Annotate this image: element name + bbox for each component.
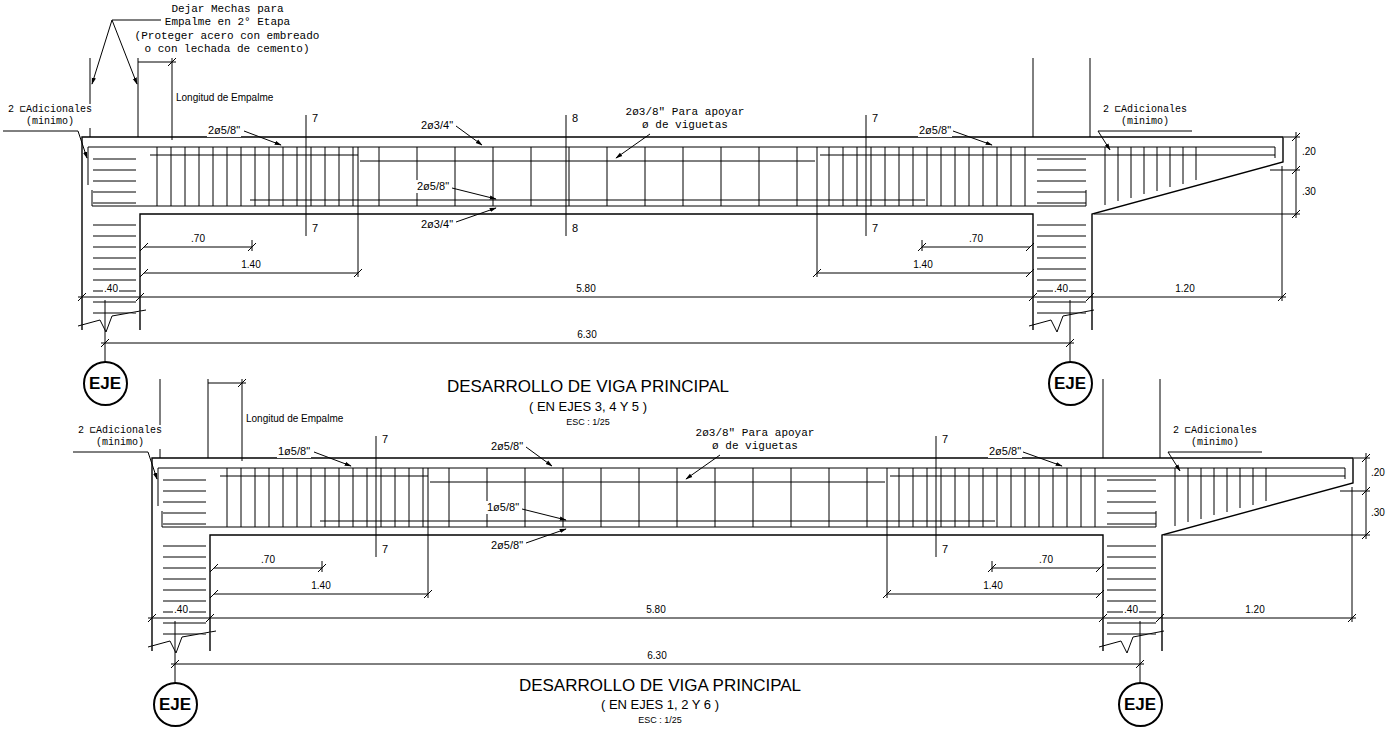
axis-label: EJE [1054, 375, 1086, 392]
drawing-title: DESARROLLO DE VIGA PRINCIPAL [518, 676, 802, 696]
drawing-label: 1ø5/8" [277, 445, 311, 458]
drawing-label: 7 [871, 222, 879, 235]
drawing-label: .70 [1038, 554, 1054, 566]
drawing-label: .70 [190, 233, 206, 245]
drawing-label: ESC : 1/25 [637, 715, 683, 726]
drawing-label: 7 [311, 222, 319, 235]
axis-circle: EJE [83, 361, 128, 406]
axis-label: EJE [1124, 696, 1156, 713]
drawing-label: 1.20 [1244, 604, 1265, 616]
drawing-label: 2ø5/8" [918, 124, 952, 137]
drawing-label: .40 [103, 283, 119, 295]
drawing-label: 2ø5/8" [207, 124, 241, 137]
drawing-label: 8 [571, 222, 579, 235]
axis-circle: EJE [153, 682, 198, 727]
drawing-label: 5.80 [645, 604, 666, 616]
drawing-label: 7 [871, 112, 879, 125]
drawing-label: 6.30 [646, 650, 667, 662]
drawing-label: .20 [1370, 467, 1386, 479]
drawing-label: 2 ⊏Adicionales (minimo) [3, 104, 97, 128]
beam-elevation [73, 379, 1370, 683]
drawing-title: DESARROLLO DE VIGA PRINCIPAL [446, 377, 730, 397]
drawing-label: 6.30 [576, 329, 597, 341]
drawing-label: ( EN EJES 1, 2 Y 6 ) [600, 697, 720, 713]
drawing-label: 7 [381, 543, 389, 556]
drawing-label: .40 [1053, 283, 1069, 295]
drawing-label: 1ø5/8" [486, 501, 520, 514]
axis-label: EJE [89, 375, 121, 392]
drawing-label: 2ø5/8" [490, 440, 524, 453]
drawing-label: 2ø3/4" [420, 119, 454, 132]
drawing-label: .40 [1123, 604, 1139, 616]
drawing-label: .70 [968, 233, 984, 245]
drawing-label: 2ø3/8" Para apoyar ø de viguetas [692, 427, 818, 453]
drawing-label: 2ø3/8" Para apoyar ø de viguetas [622, 106, 748, 132]
drawing-label: .70 [260, 554, 276, 566]
drawing-label: 2 ⊏Adicionales (minimo) [1168, 425, 1262, 449]
drawing-label: 2 ⊏Adicionales (minimo) [1098, 104, 1192, 128]
axis-label: EJE [159, 696, 191, 713]
drawing-label: 1.40 [240, 259, 261, 271]
drawing-label: 2ø5/8" [988, 445, 1022, 458]
drawing-label: 7 [311, 112, 319, 125]
drawing-label: Longitud de Empalme [175, 92, 274, 104]
drawing-label: 1.40 [912, 259, 933, 271]
section-line [566, 115, 567, 236]
drawing-label: 2 ⊏Adicionales (minimo) [73, 425, 167, 449]
axis-circle: EJE [1048, 361, 1093, 406]
drawing-label: 2ø5/8" [490, 539, 524, 552]
axis-circle: EJE [1118, 682, 1163, 727]
drawing-label: .20 [1301, 146, 1317, 158]
drawing-label: ( EN EJES 3, 4 Y 5 ) [528, 399, 648, 415]
drawing-label: 7 [941, 543, 949, 556]
drawing-label: .30 [1370, 507, 1386, 519]
drawing-label: 2ø3/4" [420, 218, 454, 231]
drawing-label: Longitud de Empalme [245, 413, 344, 425]
drawing-label: 5.80 [575, 283, 596, 295]
beam-elevation [3, 58, 1300, 362]
leader-line [112, 20, 161, 21]
drawing-label: 7 [381, 433, 389, 446]
drawing-label: 7 [941, 433, 949, 446]
drawing-label: ESC : 1/25 [565, 417, 611, 428]
drawing-label: .40 [173, 604, 189, 616]
drawing-label: 1.20 [1174, 283, 1195, 295]
leader-line [92, 20, 112, 84]
drawing-label: 8 [571, 112, 579, 125]
drawing-label: .30 [1301, 186, 1317, 198]
drawing-label: 1.40 [982, 580, 1003, 592]
drawing-label: 2ø5/8" [416, 180, 450, 193]
drawing-label: 1.40 [310, 580, 331, 592]
drawing-label: Dejar Mechas para Empalme en 2° Etapa [163, 3, 292, 29]
drawing-label: (Proteger acero con embreado o con lecha… [132, 30, 322, 56]
